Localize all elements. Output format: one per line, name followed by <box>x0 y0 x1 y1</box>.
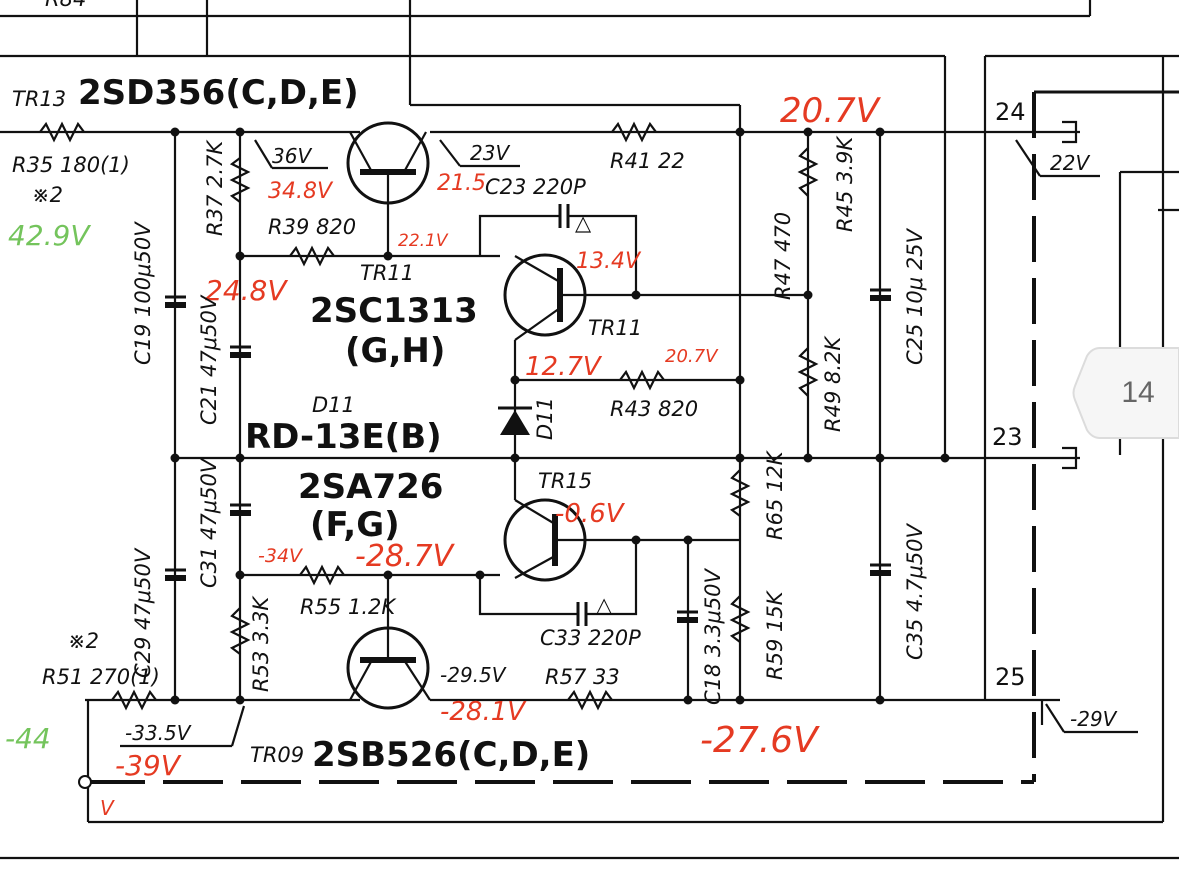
page-number-label: 14 <box>1121 376 1155 409</box>
r35-note: ※2 <box>32 183 63 207</box>
r45-label: R45 3.9K <box>833 135 857 232</box>
red-34-8: 34.8V <box>268 179 334 204</box>
r39-label: R39 820 <box>268 215 356 239</box>
r37-label: R37 2.7K <box>203 139 227 236</box>
r41-label: R41 22 <box>610 149 685 173</box>
c21-label: C21 47μ50V <box>197 294 221 425</box>
tr15-ref: TR15 <box>538 469 592 493</box>
r51-note: ※2 <box>68 629 99 653</box>
r55-label: R55 1.2K <box>300 595 397 619</box>
red-minus-28-7: -28.7V <box>355 539 456 574</box>
resistors <box>39 121 819 711</box>
r59-label: R59 15K <box>763 589 787 680</box>
pin-connectors <box>1040 120 1078 725</box>
v23-label: 23V <box>470 141 510 165</box>
tr11-ref-a: TR11 <box>360 261 414 285</box>
transistors <box>346 121 808 710</box>
d11-ref-b: D11 <box>533 397 557 440</box>
page-number-badge[interactable] <box>1072 346 1179 440</box>
c31-label: C31 47μ50V <box>197 457 221 588</box>
red-minus-27-6: -27.6V <box>700 720 820 761</box>
tr11-part: 2SC1313 <box>310 291 478 331</box>
r84-label: R84 <box>45 0 86 11</box>
green-voltage-top: 42.9V <box>8 219 91 252</box>
v-minus-29-5: -29.5V <box>440 663 507 687</box>
rails <box>0 130 1080 702</box>
r51-label: R51 270(1) <box>42 665 160 689</box>
r43-label: R43 820 <box>610 397 698 421</box>
r57-label: R57 33 <box>545 665 620 689</box>
tr15-part: 2SA726 <box>298 467 443 507</box>
dashed-bus <box>85 90 1179 784</box>
r53-label: R53 3.3K <box>249 595 273 692</box>
red-minus-34: -34V <box>258 545 304 567</box>
c23-label: C23 220P <box>485 175 586 199</box>
v36-label: 36V <box>272 144 312 168</box>
red-22-1: 22.1V <box>398 231 449 251</box>
tr09-part: 2SB526(C,D,E) <box>312 735 590 775</box>
tr11-grade: (G,H) <box>345 331 445 371</box>
red-24-8: 24.8V <box>205 274 288 307</box>
r65-label: R65 12K <box>763 449 787 540</box>
red-21-5: 21.5 <box>437 171 486 196</box>
r49-label: R49 8.2K <box>821 335 845 432</box>
red-minus-28-1: -28.1V <box>440 697 527 727</box>
red-minus-39: -39V <box>115 749 182 782</box>
d11-part: RD-13E(B) <box>245 417 442 457</box>
c35-label: C35 4.7μ50V <box>903 522 927 660</box>
r47-label: R47 470 <box>771 212 795 300</box>
v-minus-33-5: -33.5V <box>125 721 192 745</box>
tr09-ref: TR09 <box>250 743 304 767</box>
c29-label: C29 47μ50V <box>131 547 155 678</box>
pin-23: 23 <box>992 423 1023 451</box>
red-20-7-top: 20.7V <box>780 91 882 131</box>
pin-24: 24 <box>995 98 1026 126</box>
pin-25: 25 <box>995 663 1026 691</box>
v22-label: 22V <box>1050 151 1090 175</box>
c33-label: C33 220P <box>540 626 641 650</box>
d11-ref-a: D11 <box>312 393 355 417</box>
red-20-7-small: 20.7V <box>665 346 719 367</box>
red-13-4: 13.4V <box>576 249 642 274</box>
text-labels: R84 TR13 2SD356(C,D,E) R35 180(1) ※2 42.… <box>5 0 1138 820</box>
junction-dots <box>78 127 950 789</box>
tr15-grade: (F,G) <box>310 505 400 545</box>
c25-label: C25 10μ 25V <box>903 227 927 365</box>
c18-label: C18 3.3μ50V <box>701 567 725 705</box>
red-12-7: 12.7V <box>525 352 603 382</box>
v-minus-29: -29V <box>1070 707 1118 731</box>
tr11-ref-b: TR11 <box>588 316 642 340</box>
r35-label: R35 180(1) <box>12 153 130 177</box>
capacitors <box>165 204 891 700</box>
c19-label: C19 100μ50V <box>131 221 155 365</box>
red-minus-0-6: -0.6V <box>555 499 626 529</box>
tr13-ref: TR13 <box>12 87 66 111</box>
c33-mark: △ <box>596 593 613 617</box>
zener-diode-d11 <box>498 380 532 458</box>
c23-mark: △ <box>575 211 592 235</box>
green-voltage-bottom: -44 <box>5 722 51 755</box>
red-small-v: V <box>100 796 115 820</box>
tr13-part: 2SD356(C,D,E) <box>78 73 359 113</box>
